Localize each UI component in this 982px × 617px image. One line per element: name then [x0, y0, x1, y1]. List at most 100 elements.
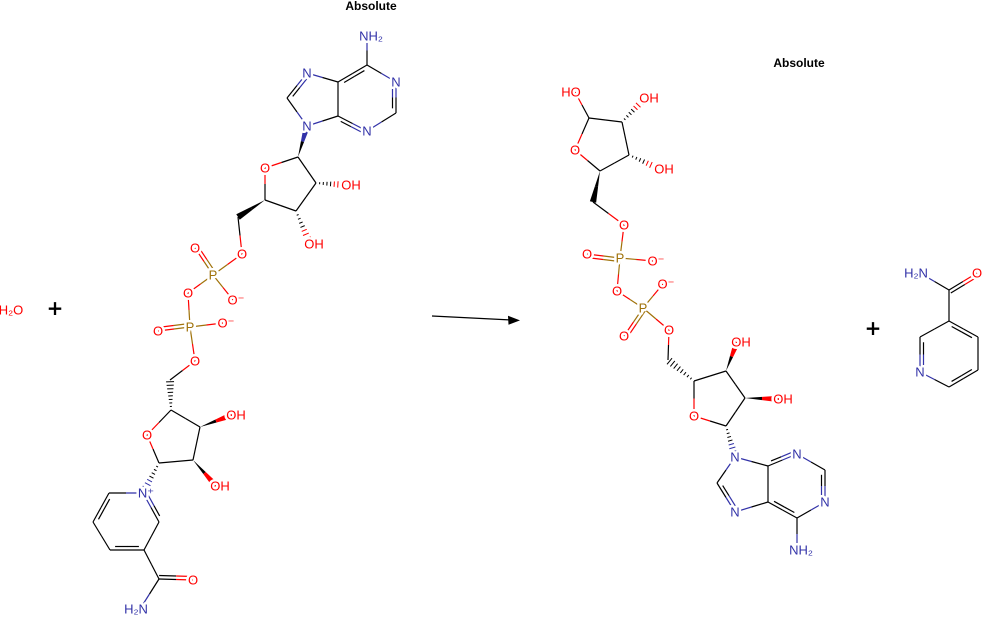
atom-label-n3: N	[792, 447, 801, 462]
bond	[158, 459, 194, 464]
bond	[745, 395, 780, 403]
bond	[237, 216, 243, 255]
bond	[366, 112, 397, 132]
bond	[110, 545, 144, 551]
atom-label-o4: O	[570, 143, 580, 158]
bond	[143, 521, 160, 551]
bond	[166, 381, 175, 408]
bond	[631, 155, 661, 173]
atom-label-o3n: OH	[226, 408, 246, 423]
bond	[693, 370, 727, 382]
bond	[297, 156, 317, 184]
bond	[767, 500, 798, 519]
reaction-arrow-icon	[431, 315, 520, 325]
plus-sign-2: +	[865, 316, 882, 340]
atom-label-o4a: O	[689, 409, 699, 424]
atom-label-p1: P	[616, 251, 625, 266]
bond	[919, 371, 950, 388]
bond	[589, 171, 600, 203]
bond	[306, 115, 339, 127]
bond	[642, 307, 670, 331]
bond	[366, 64, 397, 83]
bond	[820, 470, 826, 502]
bond	[948, 369, 979, 388]
bond	[157, 322, 191, 332]
atom-label-o4: O	[260, 161, 270, 176]
atom-label-o3: OH	[304, 237, 324, 252]
atom-label-nh2: NH₂	[359, 29, 383, 44]
bond	[767, 452, 798, 467]
bond	[306, 72, 339, 83]
bond	[296, 214, 314, 245]
bond	[796, 501, 826, 519]
plus-sign-1: +	[47, 296, 64, 320]
water-label: H₂O	[0, 303, 23, 318]
atom-label-o2a: O	[619, 329, 629, 344]
atom-label-p2: P	[639, 301, 648, 316]
bonds-layer	[92, 36, 980, 610]
bond	[726, 340, 740, 371]
atom-label-o2n: OH	[210, 479, 230, 494]
bond	[146, 434, 160, 464]
atom-label-p2: P	[186, 320, 195, 335]
bond	[919, 272, 950, 291]
atom-label-o2a: O	[153, 324, 163, 339]
atom-label-o2: OH	[639, 91, 659, 106]
atom-label-nh2: NH₂	[789, 543, 813, 558]
bond	[725, 428, 739, 457]
atom-label-n1: N	[820, 495, 829, 510]
bond	[337, 64, 368, 83]
bond	[264, 199, 297, 212]
bond	[734, 501, 769, 513]
bond	[693, 415, 727, 427]
bond	[391, 82, 397, 113]
atom-label-o4n: O	[142, 428, 152, 443]
bond	[286, 72, 308, 99]
adp-ribose-molecule	[574, 91, 826, 550]
bond	[298, 125, 311, 157]
atom-label-n7: N	[302, 66, 311, 81]
nad-molecule	[92, 36, 397, 610]
bond	[588, 117, 623, 123]
atom-label-n9: N	[302, 119, 311, 134]
bond	[187, 274, 214, 294]
bond	[599, 154, 630, 172]
bond	[200, 412, 234, 427]
atom-label-n9: N	[730, 450, 739, 465]
bond	[796, 453, 826, 471]
bond	[189, 322, 224, 328]
bond	[619, 224, 625, 259]
bond	[623, 307, 647, 339]
bond	[158, 574, 194, 581]
bond	[623, 96, 647, 121]
bond	[143, 549, 160, 580]
atom-label-ob: O	[183, 286, 193, 301]
atom-label-np: N⁺	[138, 486, 154, 501]
bond	[919, 337, 925, 372]
bond	[666, 357, 692, 380]
bond	[140, 465, 159, 494]
bond	[193, 460, 219, 489]
bond	[574, 117, 590, 151]
atom-label-nam: H₂N	[124, 602, 148, 617]
atom-label-o5a: O	[664, 323, 674, 338]
atom-label-n3: N	[362, 124, 371, 139]
bond	[192, 426, 201, 461]
atom-label-p1: P	[209, 268, 218, 283]
bond	[619, 257, 654, 262]
bond	[92, 521, 111, 551]
atom-label-o1b: O⁻	[648, 254, 665, 269]
nicotinamide-molecule	[919, 272, 980, 388]
bond	[139, 578, 160, 610]
bond	[574, 149, 601, 172]
bond	[169, 360, 196, 381]
bond	[142, 492, 161, 523]
bond	[734, 456, 769, 467]
atom-label-ho: HO	[561, 85, 581, 100]
atom-label-oam: O	[188, 573, 198, 588]
bond	[592, 201, 625, 226]
bond	[92, 492, 111, 523]
